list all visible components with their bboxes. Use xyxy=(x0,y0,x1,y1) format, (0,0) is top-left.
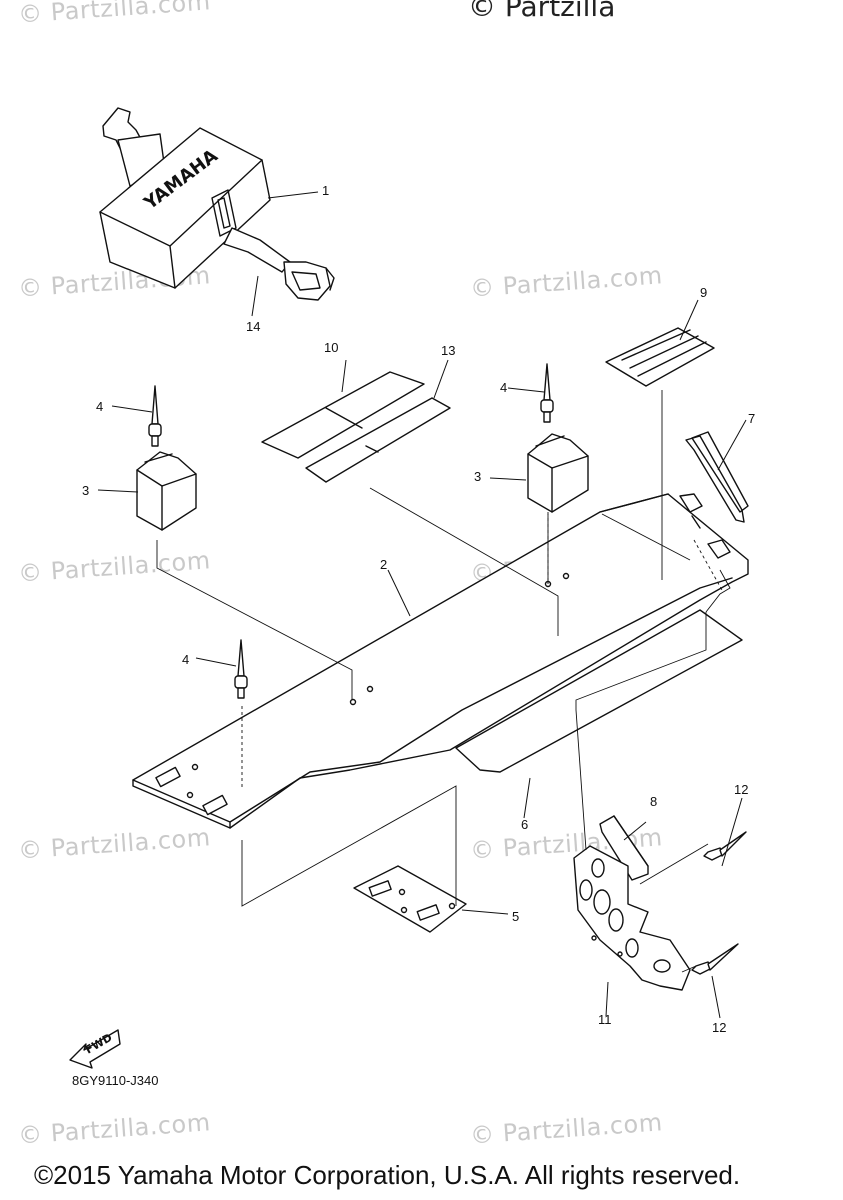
callout-12-upper: 12 xyxy=(734,782,749,797)
part-10-decal xyxy=(261,371,425,459)
callout-10: 10 xyxy=(324,340,339,355)
callout-1: 1 xyxy=(322,183,330,198)
part-9-mat xyxy=(605,327,715,387)
callout-4-lower: 4 xyxy=(182,652,190,667)
watermark-top: © Partzilla xyxy=(468,0,616,23)
part-11-bracket xyxy=(573,845,691,991)
part-5-plate xyxy=(353,865,467,933)
callout-3-right: 3 xyxy=(474,469,482,484)
part-4-rivet-right xyxy=(540,363,554,423)
copyright-notice: ©2015 Yamaha Motor Corporation, U.S.A. A… xyxy=(34,1160,741,1190)
part-14-strap xyxy=(223,227,335,301)
callout-2: 2 xyxy=(380,557,388,572)
callout-8: 8 xyxy=(650,794,658,809)
part-1-case: YAMAHA xyxy=(99,107,271,289)
part-3-clip-right xyxy=(527,433,589,513)
callout-4-right: 4 xyxy=(500,380,508,395)
part-13-decal xyxy=(305,397,451,483)
part-7-holder xyxy=(685,431,749,523)
part-8-block xyxy=(599,815,649,881)
callout-14: 14 xyxy=(246,319,261,334)
part-4-rivet-left xyxy=(148,385,162,447)
callout-5: 5 xyxy=(512,909,520,924)
callout-12-lower: 12 xyxy=(712,1020,727,1035)
part-2-tray xyxy=(132,493,749,829)
fwd-arrow: FWD xyxy=(69,1029,121,1069)
part-3-clip-left xyxy=(136,451,197,531)
callout-13: 13 xyxy=(441,343,456,358)
callout-9: 9 xyxy=(700,285,708,300)
callout-4-left: 4 xyxy=(96,399,104,414)
diagram-code: 8GY9110-J340 xyxy=(72,1073,159,1088)
callout-6: 6 xyxy=(521,817,529,832)
callout-3-left: 3 xyxy=(82,483,90,498)
callout-11: 11 xyxy=(598,1012,612,1027)
part-4-rivet-lower xyxy=(234,639,248,699)
part-12-rivet-lower xyxy=(691,943,739,975)
callout-7: 7 xyxy=(748,411,756,426)
